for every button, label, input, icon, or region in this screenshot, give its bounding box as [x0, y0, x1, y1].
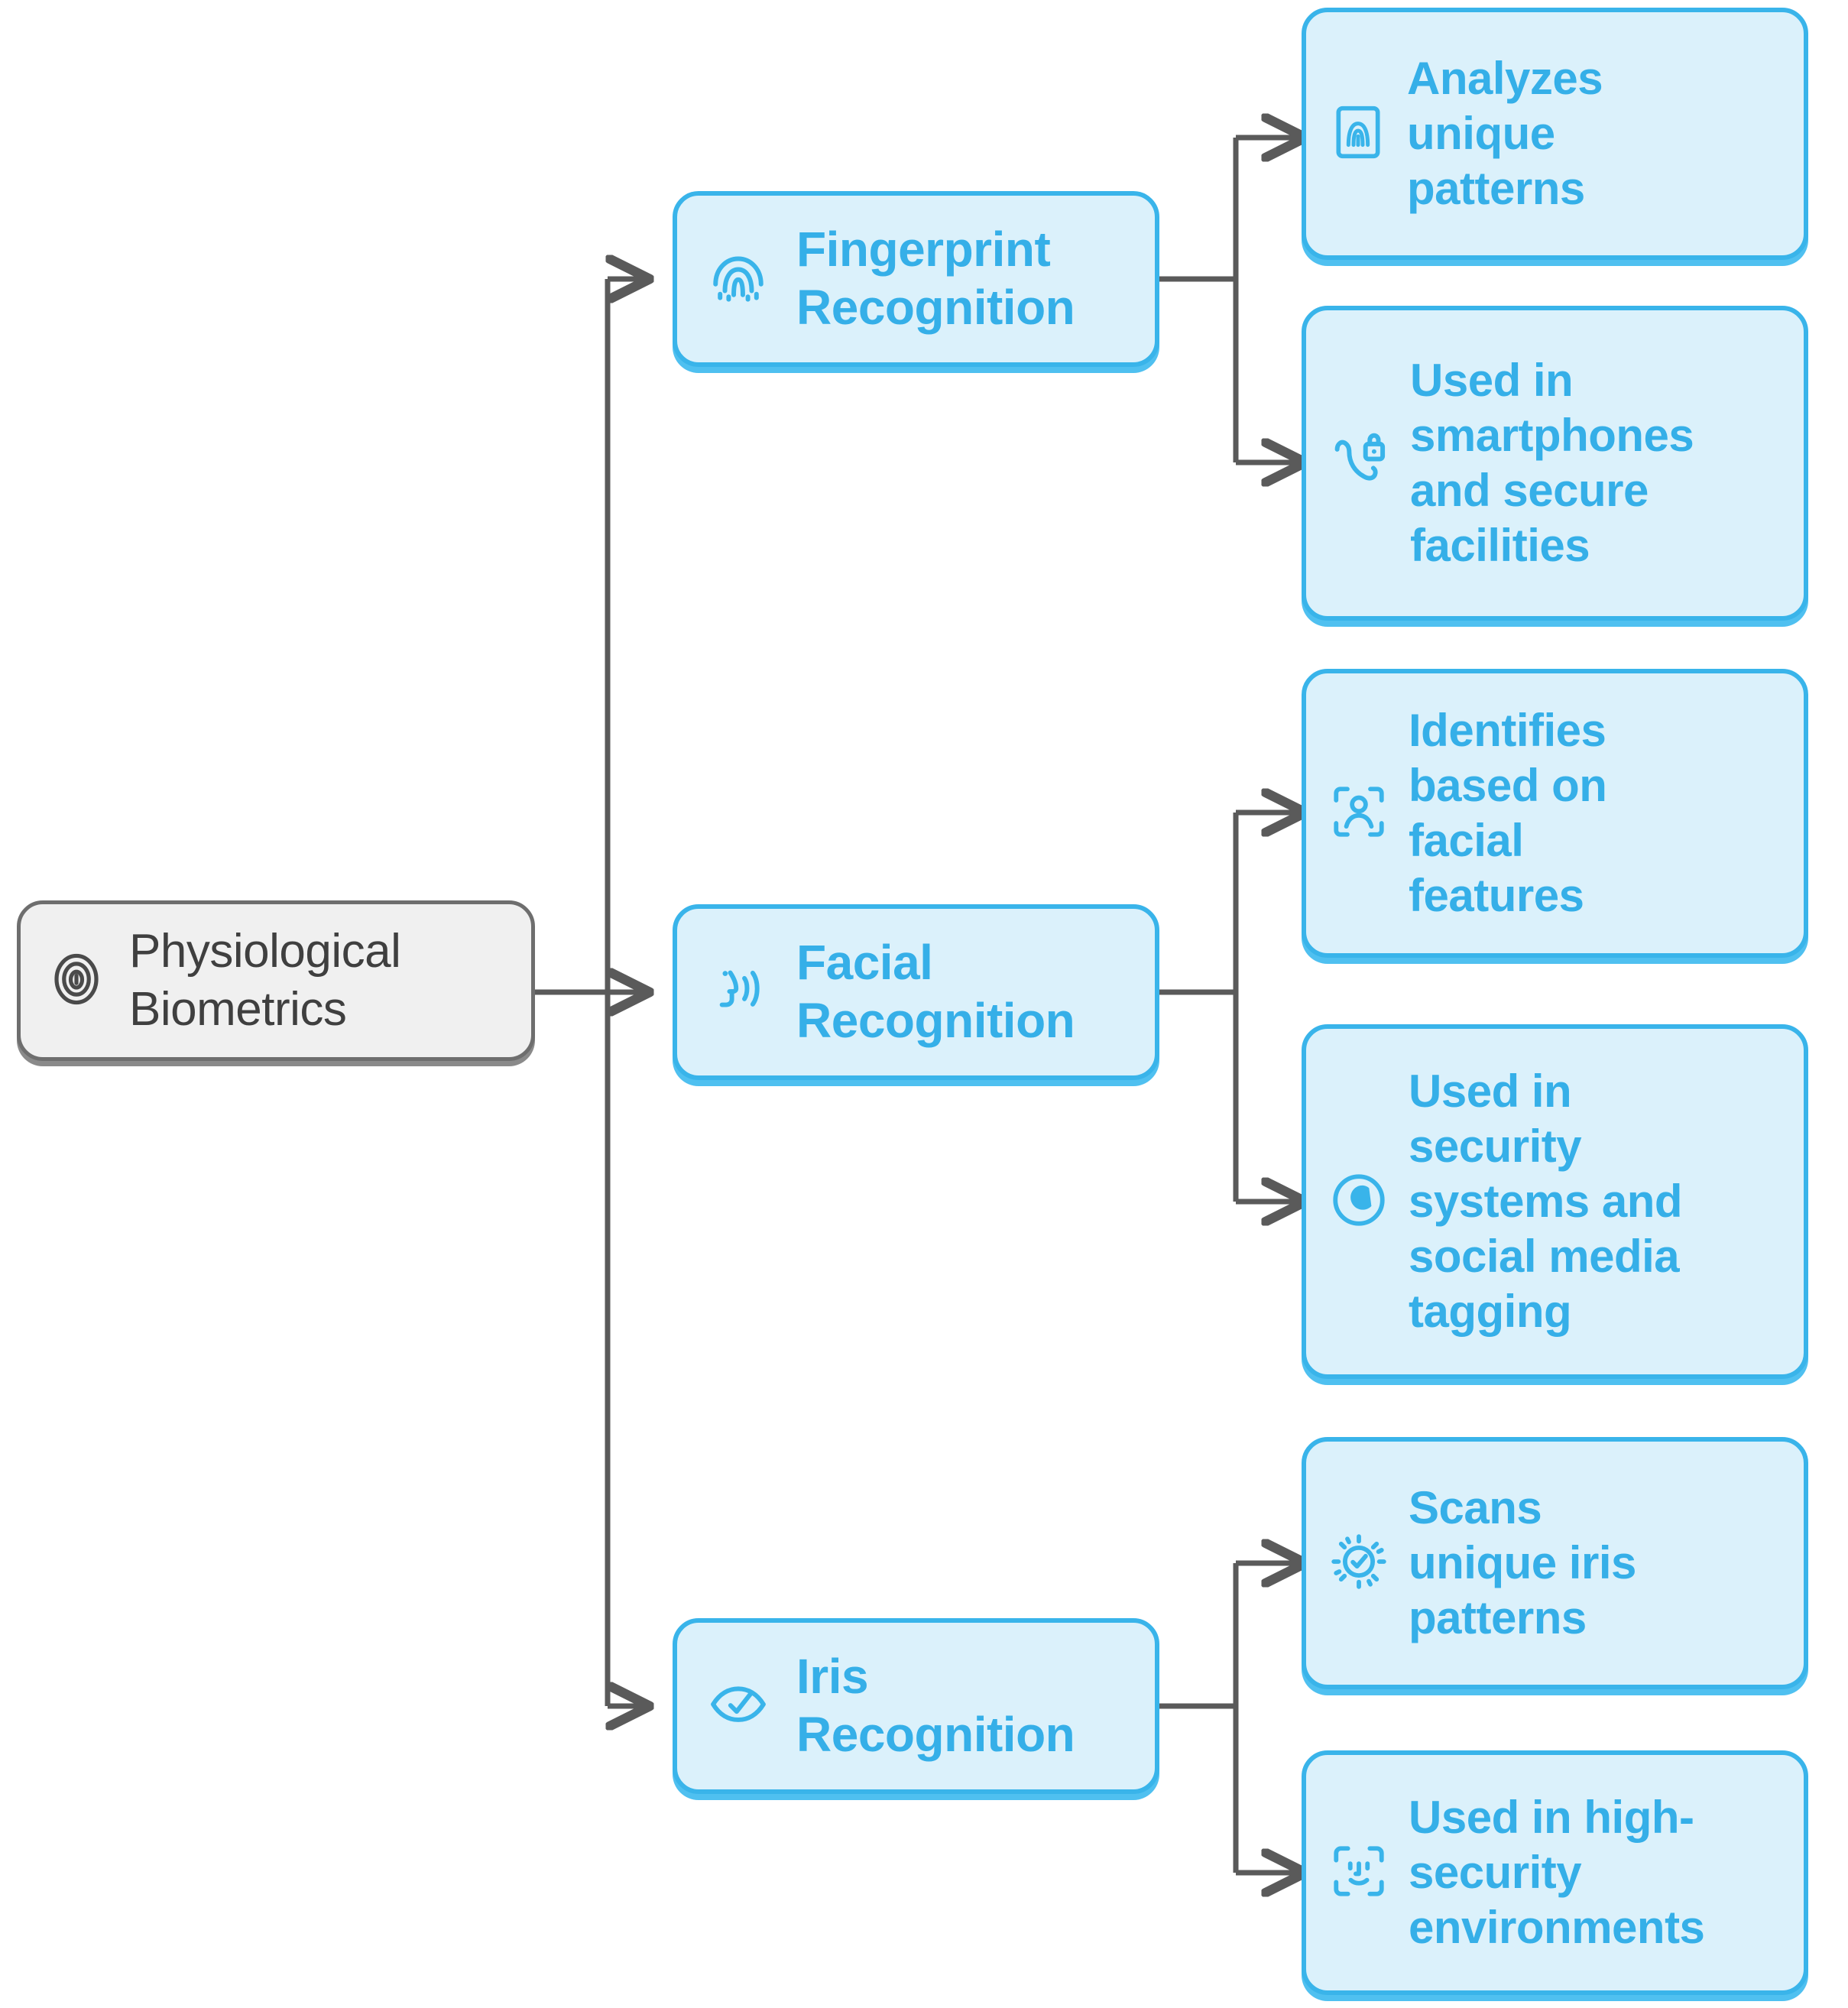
fingerprint-icon — [706, 245, 770, 313]
phone-lock-icon — [1328, 430, 1392, 498]
node-label: Facial Recognition — [796, 935, 1075, 1048]
node-iris-recognition[interactable]: Iris Recognition — [673, 1618, 1159, 1794]
node-label: Fingerprint Recognition — [796, 222, 1075, 335]
node-label: Scans unique iris patterns — [1409, 1482, 1636, 1643]
face-scan-brackets-icon — [1328, 780, 1390, 847]
node-label: Physiological Biometrics — [129, 925, 401, 1036]
node-identifies-facial-features[interactable]: Identifies based on facial features — [1302, 669, 1808, 958]
iris-scan-sun-icon — [1328, 1530, 1390, 1597]
node-physiological-biometrics[interactable]: Physiological Biometrics — [17, 900, 535, 1061]
node-label: Analyzes unique patterns — [1407, 53, 1603, 214]
fingerprint-circle-icon — [47, 949, 106, 1013]
fingerprint-scan-frame-icon — [1328, 102, 1389, 167]
node-fingerprint-recognition[interactable]: Fingerprint Recognition — [673, 191, 1159, 367]
eye-check-icon — [706, 1672, 770, 1740]
eye-circle-icon — [1328, 1169, 1390, 1235]
face-id-icon — [1328, 1840, 1390, 1906]
node-label: Used in smartphones and secure facilitie… — [1410, 355, 1694, 571]
node-analyzes-unique-patterns[interactable]: Analyzes unique patterns — [1302, 8, 1808, 260]
face-profile-signal-icon — [706, 959, 770, 1027]
node-smartphones-secure-facilities[interactable]: Used in smartphones and secure facilitie… — [1302, 306, 1808, 621]
node-label: Identifies based on facial features — [1409, 705, 1607, 921]
node-scans-unique-iris-patterns[interactable]: Scans unique iris patterns — [1302, 1437, 1808, 1689]
node-label: Iris Recognition — [796, 1649, 1075, 1762]
node-label: Used in security systems and social medi… — [1409, 1066, 1683, 1337]
node-high-security-environments[interactable]: Used in high- security environments — [1302, 1750, 1808, 1995]
node-security-social-media-tagging[interactable]: Used in security systems and social medi… — [1302, 1024, 1808, 1379]
node-facial-recognition[interactable]: Facial Recognition — [673, 904, 1159, 1080]
node-label: Used in high- security environments — [1409, 1792, 1705, 1953]
